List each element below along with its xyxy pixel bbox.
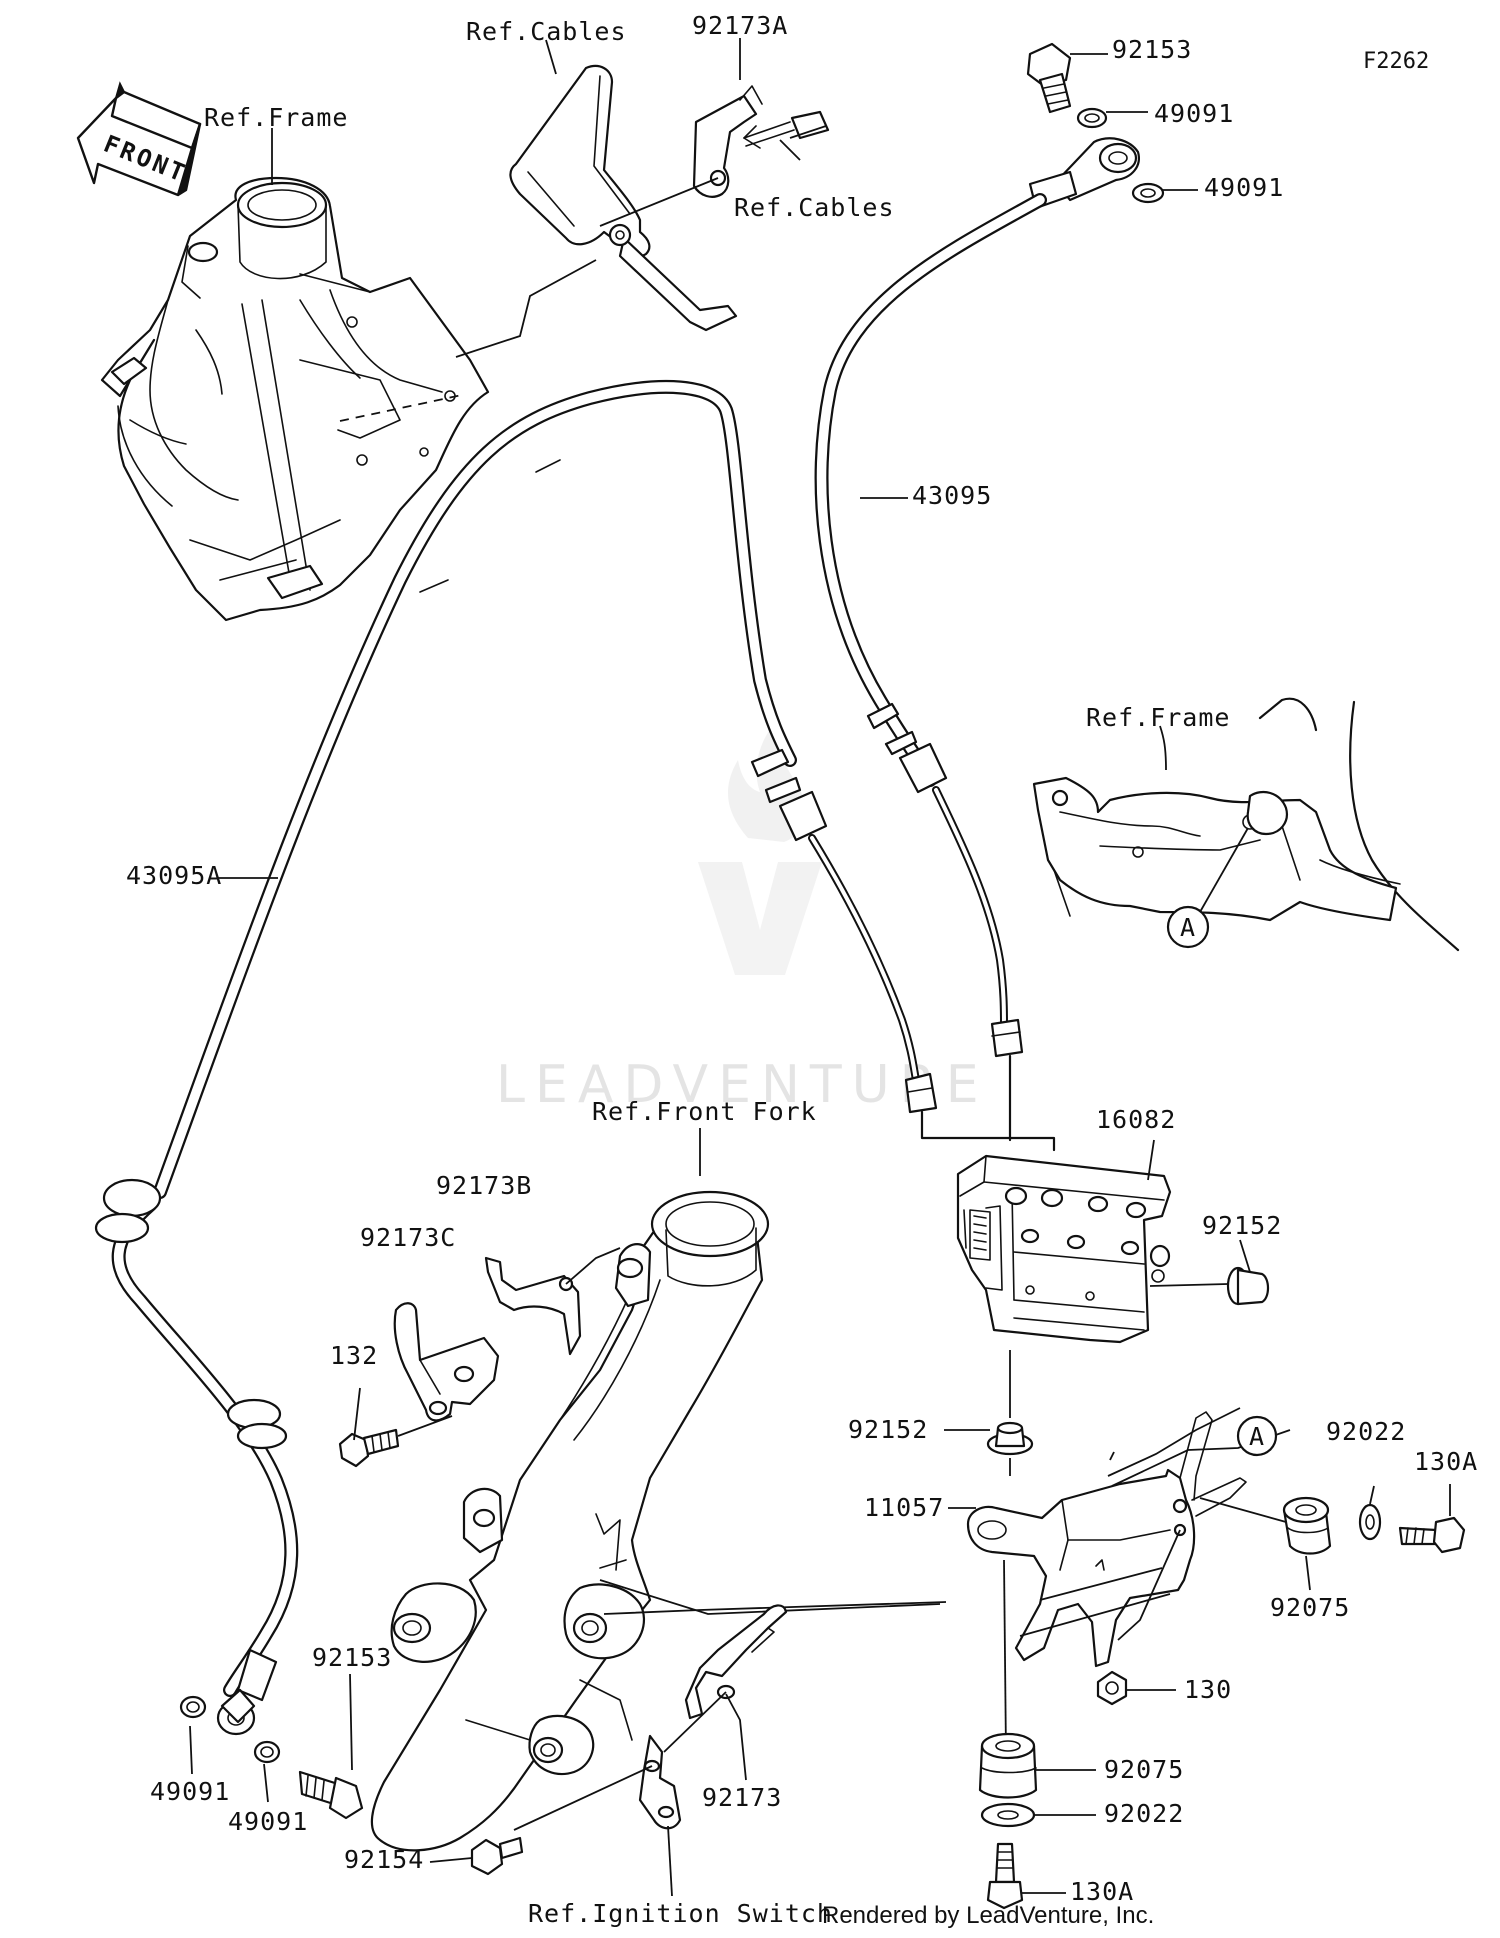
label-ref-cables-mid: Ref.Cables xyxy=(734,193,895,222)
label-43095: 43095 xyxy=(912,481,992,510)
damper-92075-right xyxy=(1282,1496,1332,1591)
label-92173C: 92173C xyxy=(360,1223,456,1252)
label-49091-top-1: 49091 xyxy=(1154,99,1234,128)
bracket-92173B xyxy=(484,1247,621,1356)
cable-guide-bracket xyxy=(509,64,738,332)
label-ref-front-fork: Ref.Front Fork xyxy=(592,1097,817,1126)
label-43095A: 43095A xyxy=(126,861,222,890)
label-130: 130 xyxy=(1184,1675,1232,1704)
bolt-130A-right xyxy=(1398,1484,1466,1554)
label-11057: 11057 xyxy=(864,1493,944,1522)
callout-a-low xyxy=(1236,1415,1278,1457)
steering-head-frame xyxy=(100,176,597,622)
label-ref-frame-top: Ref.Frame xyxy=(204,103,348,132)
bracket-92173A xyxy=(599,85,830,227)
label-92153-top: 92153 xyxy=(1112,35,1192,64)
callout-a-right-label: A xyxy=(1180,913,1196,942)
bracket-92173C xyxy=(393,1302,500,1422)
label-ref-ignition-switch: Ref.Ignition Switch xyxy=(528,1899,833,1928)
label-92075-right: 92075 xyxy=(1270,1593,1350,1622)
brake-hose-43095A xyxy=(94,379,1056,1736)
label-130A-low: 130A xyxy=(1070,1877,1134,1906)
label-92154: 92154 xyxy=(344,1845,424,1874)
label-16082: 16082 xyxy=(1096,1105,1176,1134)
abs-unit-16082 xyxy=(956,1154,1172,1344)
callout-a-low-label: A xyxy=(1249,1422,1265,1451)
label-ref-frame-right: Ref.Frame xyxy=(1086,703,1230,732)
washer-92022-right xyxy=(1358,1485,1382,1541)
bolt-130 xyxy=(1096,1670,1176,1706)
washer-49091-low-b xyxy=(253,1740,281,1764)
label-92153-low: 92153 xyxy=(312,1643,392,1672)
label-92075-low: 92075 xyxy=(1104,1755,1184,1784)
washer-92022-low xyxy=(980,1802,1096,1828)
label-130A-right: 130A xyxy=(1414,1447,1478,1476)
grommet-92152-low xyxy=(986,1350,1034,1476)
banjo-bolt-low xyxy=(298,1770,364,1820)
label-92173B: 92173B xyxy=(436,1171,532,1200)
bolt-132 xyxy=(338,1387,453,1468)
label-ref-cables-top: Ref.Cables xyxy=(466,17,627,46)
label-92173: 92173 xyxy=(702,1783,782,1812)
label-92173A: 92173A xyxy=(692,11,788,40)
damper-92075-low xyxy=(978,1732,1096,1799)
brake-hose-43095 xyxy=(814,137,1140,1058)
front-fork-outer-tube xyxy=(370,1190,947,1852)
watermark-text: LEADVENTURE xyxy=(496,1055,989,1115)
label-132: 132 xyxy=(330,1341,378,1370)
bolt-130A-low xyxy=(986,1842,1066,1910)
bracket-92173 xyxy=(513,1604,788,1897)
washer-49091-top-b xyxy=(1131,182,1165,204)
label-92152-right: 92152 xyxy=(1202,1211,1282,1240)
credit-text: Rendered by LeadVenture, Inc. xyxy=(822,1902,1155,1929)
bolt-92154 xyxy=(429,1836,524,1876)
banjo-bolt-top xyxy=(1026,42,1072,114)
diagram-code: F2262 xyxy=(1363,49,1429,74)
label-49091-low-2: 49091 xyxy=(228,1807,308,1836)
label-49091-low-1: 49091 xyxy=(150,1777,230,1806)
washer-49091-top-a xyxy=(1076,107,1108,129)
label-49091-top-2: 49091 xyxy=(1204,173,1284,202)
label-92022-low: 92022 xyxy=(1104,1799,1184,1828)
leader-lines xyxy=(189,38,1198,1803)
bracket-11057 xyxy=(966,1407,1291,1755)
label-92022-right: 92022 xyxy=(1326,1417,1406,1446)
callout-a-right xyxy=(1166,905,1210,949)
grommet-92152-right xyxy=(1149,1239,1270,1306)
front-arrow-icon: FRONT xyxy=(76,81,202,197)
frame-abs-mount xyxy=(1032,697,1460,952)
washer-49091-low-a xyxy=(179,1695,207,1719)
label-92152-low: 92152 xyxy=(848,1415,928,1444)
